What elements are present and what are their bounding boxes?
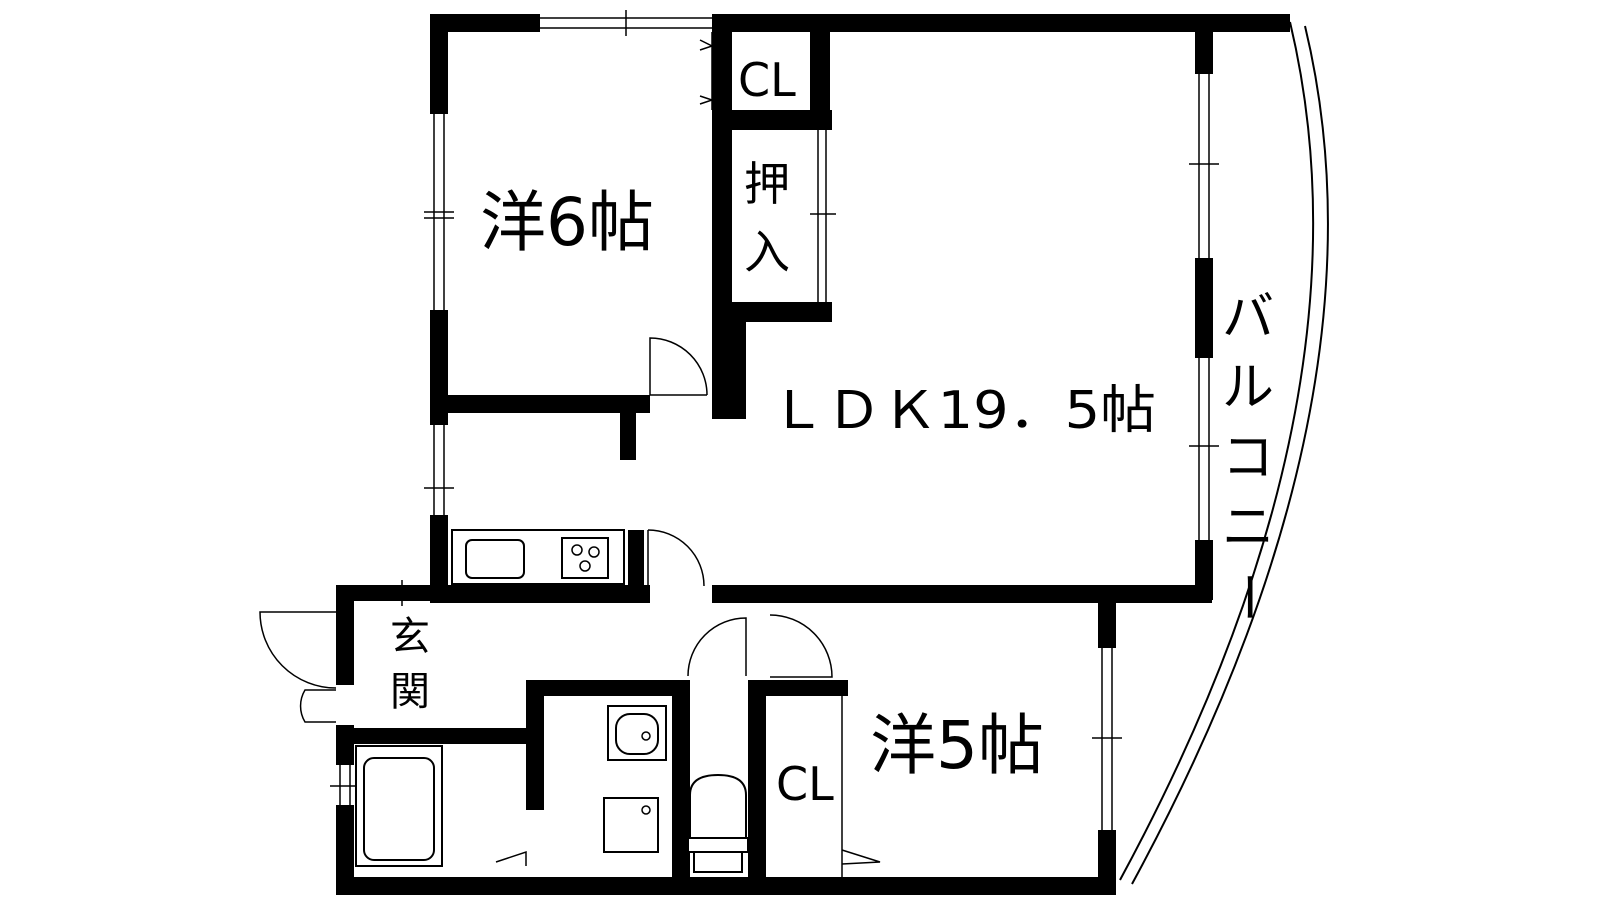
wall-washroom-top [526,680,686,696]
balcony-rail [1119,21,1329,885]
wall-5-east-2 [1098,830,1116,895]
wall-entrance-west [336,585,354,685]
wall-ldk-bottom-right [712,585,1212,603]
wall-cl-right [810,14,830,110]
room-label-ldk: ＬＤＫ19．5帖 [770,381,1156,441]
wall-west-upper [430,14,448,114]
wall-bottom [336,877,1116,895]
room-label-genkan-1: 玄 [390,614,430,660]
wall-top-left [430,14,540,32]
wall-partition-v [712,14,732,419]
wall-east-2 [1195,258,1213,358]
stove-icon [561,537,609,579]
wall-stub [620,405,636,460]
room-label-genkan-2: 関 [390,669,430,715]
wall-5-top [758,680,848,696]
wall-top [712,14,1290,32]
wall-washroom-right [672,680,690,895]
wall-oshiire-bottom [732,302,832,322]
balcony-label-char-2: ル [1222,358,1274,418]
room-label-western-6: 洋6帖 [480,184,654,261]
room-label-oshiire-2: 入 [744,225,790,279]
wall-bath-right [526,680,544,810]
doors [259,32,881,877]
windows [330,10,1219,830]
wall-east-1 [1195,14,1213,74]
wall-west-lower [430,515,448,595]
balcony-label-char-5: ー [1217,571,1277,623]
balcony-label-char-1: バ [1222,288,1274,348]
wall-bath-west-2 [336,805,354,895]
wall-entrance-top [336,585,436,601]
wall-5-east-1 [1098,603,1116,648]
sink-icon [465,539,525,579]
washing-machine-icon [603,797,659,853]
room-labels: 洋6帖 CL 押 入 ＬＤＫ19．5帖 玄 関 洋5帖 CL バ ル コ ニ ー [390,53,1277,811]
wall-ldk-bottom-left [430,585,650,603]
wall-kitchen-right [628,530,644,600]
toilet-icon [689,773,747,839]
wall-partition-lower [730,322,746,419]
room-label-closet-bottom: CL [776,757,834,811]
room-label-closet-top: CL [738,53,796,107]
wall-toilet-right [748,680,766,895]
room-label-western-5: 洋5帖 [870,707,1044,784]
balcony-label-char-3: コ [1222,428,1274,488]
balcony-label-char-4: ニ [1222,498,1274,558]
fixtures [355,529,749,873]
room-label-oshiire-1: 押 [744,157,790,211]
walls [336,14,1290,895]
wall-bath-top [336,728,536,744]
wall-cl-bottom [732,110,832,130]
wall-6-bottom [430,395,650,413]
